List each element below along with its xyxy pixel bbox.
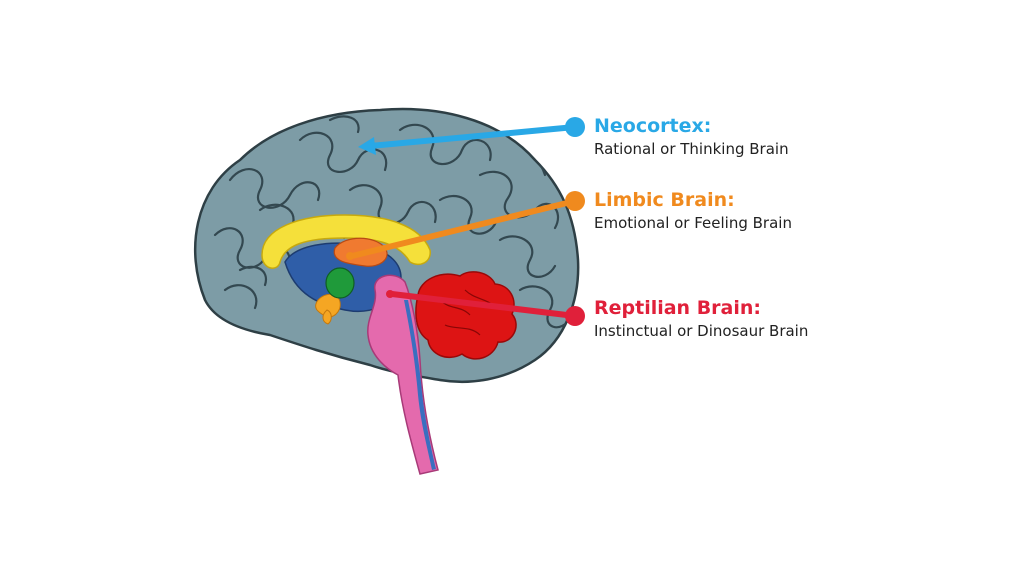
neocortex-title: Neocortex: bbox=[594, 115, 712, 137]
spinal-blue-strip bbox=[404, 300, 436, 470]
corpus-callosum bbox=[261, 214, 431, 269]
brainstem bbox=[367, 274, 439, 475]
reptilian-title: Reptilian Brain: bbox=[594, 297, 762, 319]
reptilian-pointer bbox=[386, 290, 585, 326]
hippocampus bbox=[325, 267, 355, 299]
pituitary bbox=[322, 309, 332, 325]
neocortex-pointer bbox=[358, 117, 585, 155]
limbic-pointer bbox=[346, 191, 585, 260]
reptilian-label: Reptilian Brain: Instinctual or Dinosaur… bbox=[594, 296, 894, 343]
neocortex-description: Rational or Thinking Brain bbox=[594, 140, 789, 158]
limbic-title: Limbic Brain: bbox=[594, 189, 735, 211]
cerebellum bbox=[415, 271, 517, 360]
neocortex-label: Neocortex: Rational or Thinking Brain bbox=[594, 114, 894, 161]
limbic-label: Limbic Brain: Emotional or Feeling Brain bbox=[594, 188, 894, 235]
reptilian-description: Instinctual or Dinosaur Brain bbox=[594, 322, 809, 340]
limbic-description: Emotional or Feeling Brain bbox=[594, 214, 792, 232]
